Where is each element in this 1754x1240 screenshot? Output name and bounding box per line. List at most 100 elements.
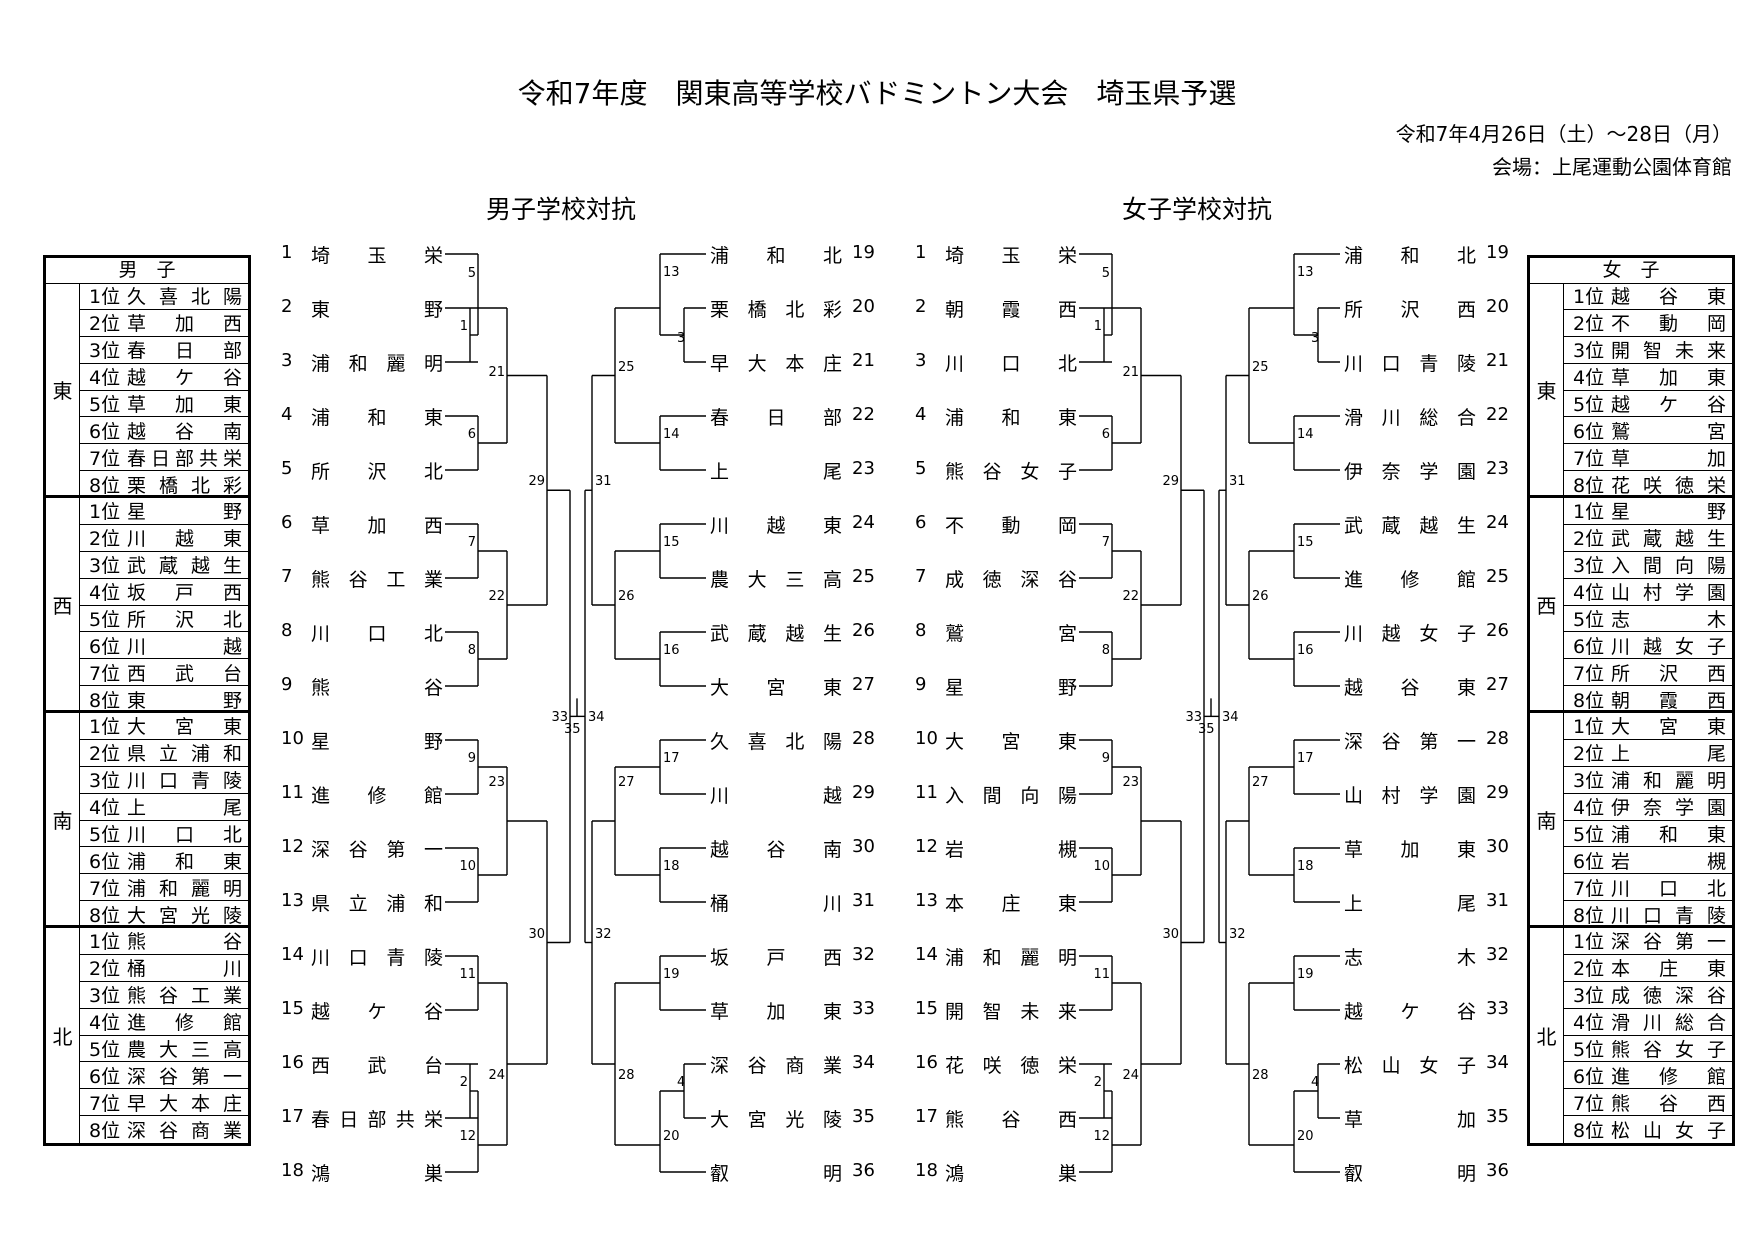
seed-row: 6位川越女子 — [1564, 633, 1732, 660]
team-number: 9 — [281, 674, 293, 695]
seed-rank: 3位 — [89, 985, 121, 1008]
seed-rank: 1位 — [89, 501, 121, 524]
seed-row: 2位武蔵越生 — [1564, 525, 1732, 552]
seed-region-label: 西 — [46, 498, 80, 710]
team-number: 27 — [1486, 674, 1509, 695]
team-name: 鴻巣 — [945, 1163, 1077, 1185]
team-name: 越谷東 — [1344, 677, 1476, 699]
match-number: 34 — [588, 710, 605, 726]
team-number: 30 — [852, 836, 875, 857]
girls-section-title: 女子学校対抗 — [1122, 195, 1273, 224]
match-number: 33 — [551, 710, 568, 726]
seed-team: 花咲徳栄 — [1611, 475, 1726, 498]
seed-row: 1位熊谷 — [80, 928, 248, 955]
match-number: 27 — [1252, 775, 1269, 790]
team-number: 35 — [1486, 1106, 1509, 1127]
seed-team: 志木 — [1611, 609, 1726, 632]
team-name: 熊谷 — [311, 677, 443, 699]
match-number: 26 — [618, 589, 635, 604]
team-name: 所沢西 — [1344, 299, 1476, 321]
seed-row: 6位浦和東 — [80, 848, 248, 875]
match-number: 27 — [618, 775, 635, 790]
seed-rank: 3位 — [1573, 340, 1605, 363]
match-number: 9 — [1101, 751, 1110, 766]
seed-team: 山村学園 — [1611, 582, 1726, 605]
seed-team: 川越東 — [127, 528, 242, 551]
seed-row: 5位志木 — [1564, 606, 1732, 633]
team-number: 17 — [281, 1106, 304, 1127]
seed-row: 6位深谷第一 — [80, 1063, 248, 1090]
seed-team: 川口青陵 — [127, 770, 242, 793]
team-number: 9 — [915, 674, 927, 695]
seed-row: 7位所沢西 — [1564, 659, 1732, 687]
team-number: 33 — [852, 998, 875, 1019]
seed-row: 2位県立浦和 — [80, 740, 248, 767]
seed-rank: 3位 — [89, 340, 121, 363]
seed-row: 6位鷲宮 — [1564, 418, 1732, 445]
match-number: 4 — [1311, 1075, 1320, 1090]
team-name: 武蔵越生 — [710, 623, 842, 645]
seed-team: 大宮光陵 — [127, 905, 242, 928]
seed-table-header: 男 子 — [46, 258, 248, 284]
team-name: 春日部共栄 — [311, 1109, 443, 1131]
team-name: 松山女子 — [1344, 1055, 1476, 1077]
team-name: 春日部 — [710, 407, 842, 429]
seed-team: 草加東 — [127, 394, 242, 417]
match-number: 29 — [528, 474, 545, 490]
seed-row: 7位草加 — [1564, 444, 1732, 472]
match-number: 20 — [663, 1129, 680, 1144]
team-name: 浦和東 — [311, 407, 443, 429]
seed-region-label: 南 — [46, 713, 80, 925]
seed-row: 2位上尾 — [1564, 740, 1732, 767]
seed-rank: 7位 — [1573, 1092, 1605, 1115]
match-number: 26 — [1252, 589, 1269, 604]
match-number: 7 — [1101, 535, 1110, 550]
seed-rank: 8位 — [1573, 690, 1605, 713]
seed-rank: 3位 — [89, 555, 121, 578]
match-number: 7 — [467, 535, 476, 550]
seed-row: 6位進修館 — [1564, 1063, 1732, 1090]
team-number: 22 — [852, 404, 875, 425]
seed-team: 春日部 — [127, 340, 242, 363]
seed-team: 熊谷 — [127, 931, 242, 954]
team-number: 24 — [1486, 512, 1509, 533]
seed-row: 5位所沢北 — [80, 606, 248, 633]
team-number: 7 — [281, 566, 293, 587]
team-name: 川越東 — [710, 515, 842, 537]
seed-rank: 1位 — [1573, 501, 1605, 524]
team-name: 越ケ谷 — [1344, 1001, 1476, 1023]
match-number: 25 — [618, 359, 635, 375]
seed-team: 春日部共栄 — [127, 447, 242, 470]
seed-rank: 2位 — [1573, 958, 1605, 981]
seed-rank: 5位 — [89, 824, 121, 847]
seed-team: 深谷商業 — [127, 1120, 242, 1143]
seed-team: 鷲宮 — [1611, 420, 1726, 443]
team-name: 大宮光陵 — [710, 1109, 842, 1131]
team-number: 10 — [281, 728, 304, 749]
seed-team: 本庄東 — [1611, 958, 1726, 981]
match-number: 35 — [1198, 722, 1215, 738]
seed-rank: 5位 — [1573, 394, 1605, 417]
seed-team: 熊谷女子 — [1611, 1039, 1726, 1062]
seed-team: 栗橋北彩 — [127, 475, 242, 498]
team-name: 滑川総合 — [1344, 407, 1476, 429]
seed-team: 武蔵越生 — [1611, 528, 1726, 551]
seed-row: 8位松山女子 — [1564, 1116, 1732, 1143]
seed-rank: 6位 — [89, 1065, 121, 1088]
team-name: 浦和東 — [945, 407, 1077, 429]
team-number: 25 — [1486, 566, 1509, 587]
match-number: 30 — [1162, 926, 1179, 942]
seed-rank: 3位 — [1573, 985, 1605, 1008]
team-name: 草加 — [1344, 1109, 1476, 1131]
seed-team: 朝霞西 — [1611, 690, 1726, 713]
seed-row: 3位熊谷工業 — [80, 982, 248, 1009]
team-name: 埼玉栄 — [311, 245, 443, 267]
match-number: 14 — [1297, 427, 1314, 442]
seed-row: 7位熊谷西 — [1564, 1089, 1732, 1117]
match-number: 35 — [564, 722, 581, 738]
seed-rank: 5位 — [89, 609, 121, 632]
team-name: 花咲徳栄 — [945, 1055, 1077, 1077]
seed-row: 1位星野 — [80, 498, 248, 525]
seed-rank: 8位 — [89, 1120, 121, 1143]
